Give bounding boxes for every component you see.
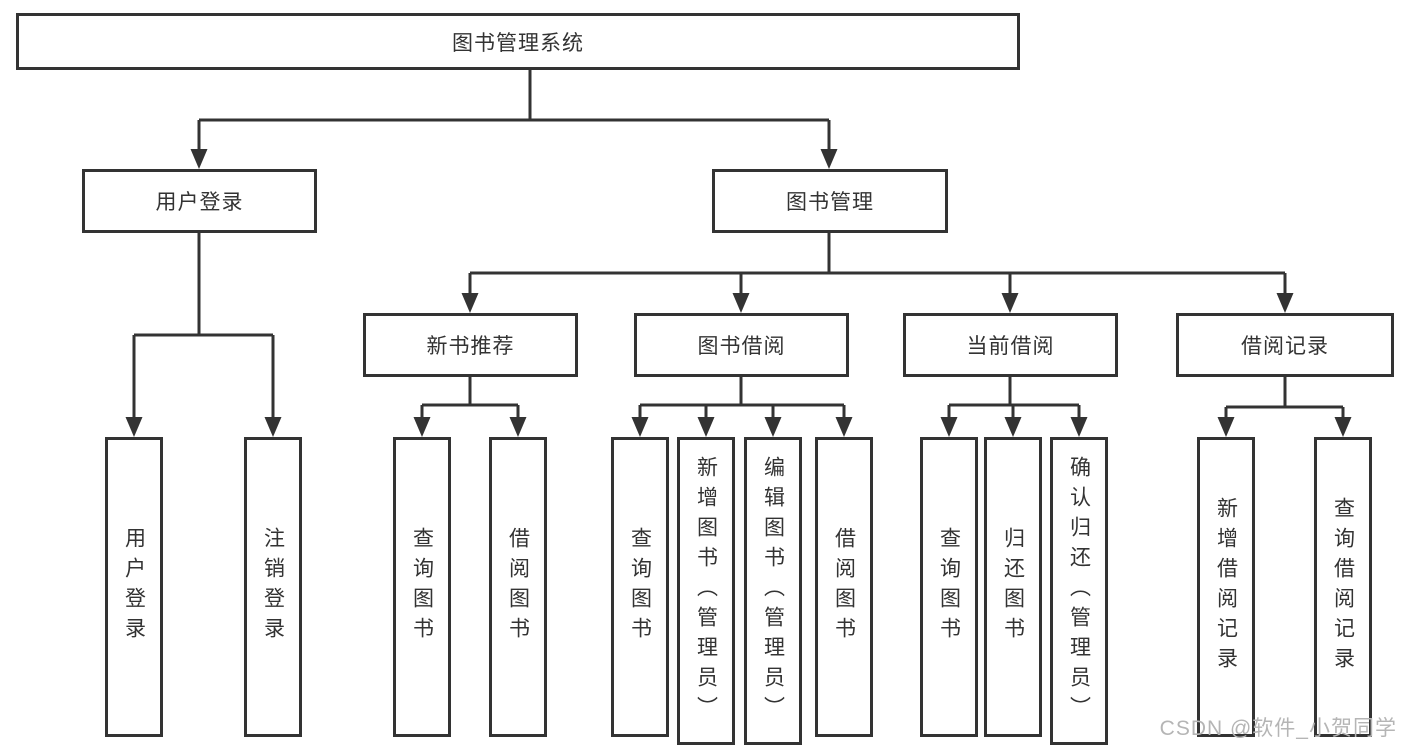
leaf-current-query-books: 查询图书: [920, 437, 978, 737]
arrowhead: [125, 417, 143, 437]
arrowhead: [1004, 417, 1022, 437]
leaf-logout: 注销登录: [244, 437, 302, 737]
arrowhead: [764, 417, 782, 437]
node-label: 查询图书: [410, 527, 434, 647]
node-label: 查询图书: [937, 527, 961, 647]
node-label: 新书推荐: [426, 335, 515, 358]
node-label: 确认归还（管理员）: [1067, 456, 1091, 726]
leaf-borrow-edit-books-admin: 编辑图书（管理员）: [744, 437, 802, 745]
node-label: 借阅记录: [1241, 335, 1329, 358]
node-label: 借阅图书: [506, 527, 530, 647]
leaf-borrow-query-books: 查询图书: [611, 437, 669, 737]
leaf-user-login: 用户登录: [105, 437, 163, 737]
node-label: 查询借阅记录: [1331, 497, 1355, 677]
leaf-current-return-books: 归还图书: [984, 437, 1042, 737]
leaf-newbook-query-books: 查询图书: [393, 437, 451, 737]
node-book-borrow: 图书借阅: [634, 313, 849, 377]
arrowhead: [835, 417, 853, 437]
node-current-borrow: 当前借阅: [903, 313, 1118, 377]
arrowhead: [697, 417, 715, 437]
arrowhead: [940, 417, 958, 437]
leaf-newbook-borrow-books: 借阅图书: [489, 437, 547, 737]
node-label: 编辑图书（管理员）: [761, 456, 785, 726]
arrowhead: [1217, 417, 1235, 437]
arrowhead: [820, 149, 838, 169]
node-root-system: 图书管理系统: [16, 13, 1020, 70]
arrowhead: [631, 417, 649, 437]
node-user-login: 用户登录: [82, 169, 317, 233]
node-label: 查询图书: [628, 527, 652, 647]
node-label: 归还图书: [1001, 527, 1025, 647]
arrowhead: [264, 417, 282, 437]
arrowhead: [1070, 417, 1088, 437]
arrowhead: [1276, 293, 1294, 313]
leaf-borrow-borrow-books: 借阅图书: [815, 437, 873, 737]
node-book-management: 图书管理: [712, 169, 948, 233]
arrowhead: [190, 149, 208, 169]
node-label: 借阅图书: [832, 527, 856, 647]
csdn-watermark: CSDN @软件_小贺同学: [1159, 717, 1397, 740]
node-new-book-recommend: 新书推荐: [363, 313, 578, 377]
node-label: 新增借阅记录: [1214, 497, 1238, 677]
node-borrow-records: 借阅记录: [1176, 313, 1394, 377]
node-label: 新增图书（管理员）: [694, 456, 718, 726]
arrowhead: [1334, 417, 1352, 437]
node-label: 当前借阅: [966, 335, 1055, 358]
node-label: 用户登录: [122, 527, 146, 647]
arrowhead: [732, 293, 750, 313]
node-label: 图书管理系统: [452, 31, 584, 55]
node-label: 图书管理: [786, 191, 874, 214]
leaf-borrow-add-books-admin: 新增图书（管理员）: [677, 437, 735, 745]
node-label: 注销登录: [261, 527, 285, 647]
arrowhead: [1001, 293, 1019, 313]
node-label: 图书借阅: [697, 335, 786, 358]
arrowhead: [413, 417, 431, 437]
leaf-records-query-record: 查询借阅记录: [1314, 437, 1372, 737]
arrowhead: [461, 293, 479, 313]
leaf-current-confirm-return-admin: 确认归还（管理员）: [1050, 437, 1108, 745]
arrowhead: [509, 417, 527, 437]
leaf-records-add-record: 新增借阅记录: [1197, 437, 1255, 737]
node-label: 用户登录: [155, 191, 244, 214]
